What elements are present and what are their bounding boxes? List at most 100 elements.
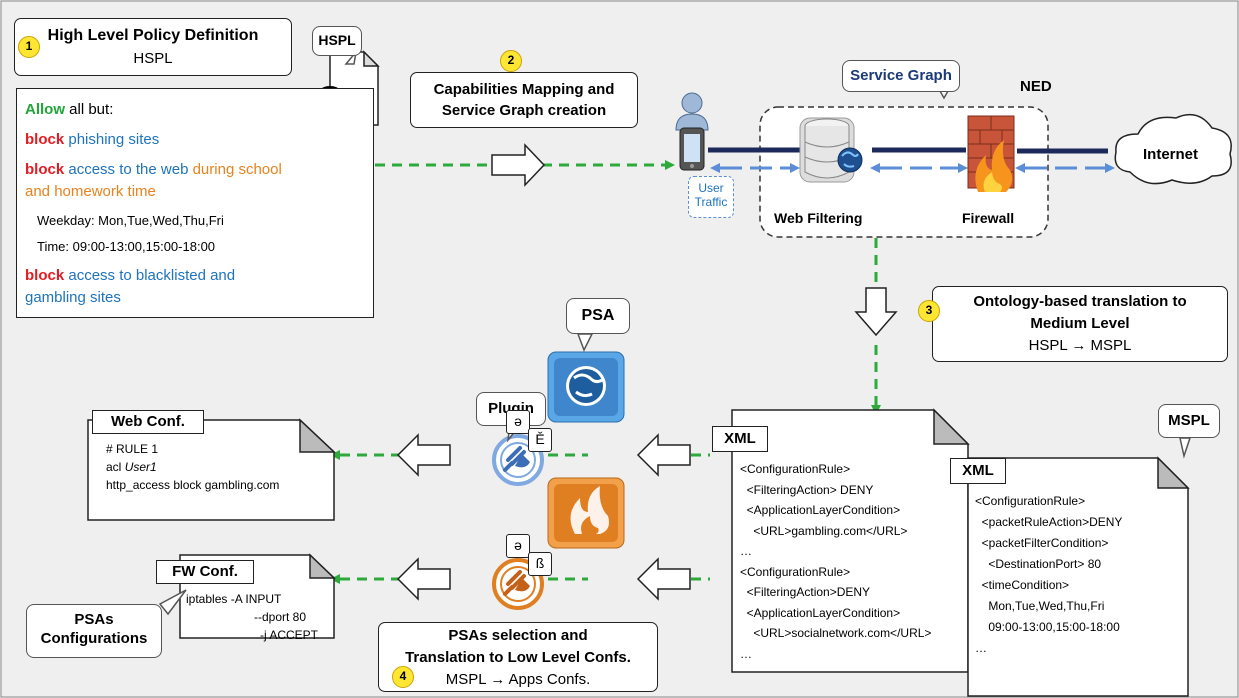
xml2-line: <packetRuleAction>DENY	[975, 515, 1123, 529]
psas-conf-line1: PSAs	[74, 611, 114, 628]
block-arrow-right	[491, 143, 546, 187]
xml1-line: …	[740, 544, 752, 558]
documents	[87, 50, 1190, 697]
web-conf-title: Web Conf.	[92, 410, 204, 434]
xml1-line: <ConfigurationRule>	[740, 564, 851, 579]
plugin-blue-icon	[492, 434, 544, 486]
psa-web-icon	[547, 351, 625, 423]
xml2-line: Mon,Tue,Wed,Thu,Fri	[975, 599, 1105, 613]
glyph-tile-2: Ě	[528, 428, 552, 452]
arrowhead-to-user	[665, 160, 675, 170]
policy-line-3: block access to the web during school	[25, 161, 282, 178]
xml2-document	[967, 457, 1189, 697]
glyph-tile-1: ə	[506, 410, 530, 434]
mspl-tag: MSPL	[1158, 404, 1220, 438]
user-icon	[675, 92, 709, 131]
allow-keyword: Allow	[25, 101, 65, 118]
plugin-orange-icon	[492, 558, 544, 610]
step2-box: Capabilities Mapping and Service Graph c…	[410, 72, 638, 128]
policy-line-1-text: all but:	[65, 101, 114, 118]
step1-badge: 1	[18, 36, 40, 58]
xml2-line: <DestinationPort> 80	[975, 557, 1102, 571]
internet-label: Internet	[1143, 146, 1199, 163]
psas-conf-line2: Configurations	[40, 630, 148, 647]
block-arrow-left-1	[636, 433, 691, 477]
policy-line-7-text: access to blacklisted and	[64, 267, 236, 284]
xml1-line: <URL>socialnetwork.com</URL>	[740, 626, 932, 640]
glyph-tile-4: ß	[528, 552, 552, 576]
policy-line-4: and homework time	[25, 183, 156, 200]
fw-conf-line3: -j ACCEPT	[260, 628, 319, 642]
step4-box: PSAs selection and Translation to Low Le…	[378, 622, 658, 692]
web-conf-document	[87, 419, 335, 521]
web-conf-line1: # RULE 1	[106, 442, 159, 456]
xml1-line: …	[740, 646, 752, 661]
policy-weekday: Weekday: Mon,Tue,Wed,Thu,Fri	[37, 213, 224, 228]
block-keyword: block	[25, 161, 65, 178]
xml1-line: <ConfigurationRule>	[740, 462, 851, 476]
step4-line3: MSPL → Apps Confs.	[445, 671, 591, 688]
fw-conf-title: FW Conf.	[156, 560, 254, 584]
psa-callout: PSA	[566, 298, 630, 334]
xml2-line: <timeCondition>	[975, 578, 1070, 592]
step4-badge: 4	[392, 666, 414, 688]
mspl-tail	[1179, 437, 1192, 459]
xml2-tag: XML	[950, 458, 1006, 484]
xml1-line: <FilteringAction> DENY	[740, 482, 874, 497]
firewall-icon	[967, 115, 1015, 192]
policy-line-3-text: access to the web	[64, 161, 189, 178]
arrowhead-to-webconf	[330, 450, 340, 460]
smartphone-icon	[679, 127, 705, 171]
firewall-label: Firewall	[962, 210, 1015, 226]
step1-box: High Level Policy Definition HSPL	[14, 18, 292, 76]
policy-time: Time: 09:00-13:00,15:00-18:00	[37, 239, 216, 254]
internet-cloud	[1114, 113, 1232, 185]
web-conf-line3: http_access block gambling.com	[106, 478, 280, 492]
xml1-line: <FilteringAction>DENY	[740, 585, 871, 599]
policy-line-7: block access to blacklisted and	[25, 267, 235, 284]
service-graph-callout: Service Graph	[842, 60, 960, 92]
web-filtering-label: Web Filtering	[774, 210, 863, 226]
xml2-line: 09:00-13:00,15:00-18:00	[975, 620, 1120, 634]
block-keyword: block	[25, 267, 65, 284]
policy-line-2-text: phishing sites	[64, 131, 160, 148]
psas-configurations-callout: PSAs Configurations	[26, 604, 162, 658]
policy-line-2: block phishing sites	[25, 131, 159, 148]
step3-line3: HSPL → MSPL	[1028, 337, 1132, 354]
policy-line-3-orange: during school	[188, 161, 282, 178]
xml1-tag: XML	[712, 426, 768, 452]
step1-title: High Level Policy Definition	[47, 27, 259, 44]
step3-box: Ontology-based translation to Medium Lev…	[932, 286, 1228, 362]
ned-label: NED	[1020, 78, 1052, 95]
step3-badge: 3	[918, 300, 940, 322]
psa-firewall-icon	[547, 477, 625, 549]
block-keyword: block	[25, 131, 65, 148]
fw-conf-line1: iptables -A INPUT	[186, 592, 282, 606]
web-filter-server-icon	[799, 117, 863, 183]
step2-line1: Capabilities Mapping and	[433, 81, 615, 98]
xml2-line: …	[975, 641, 987, 655]
xml1-line: <URL>gambling.com</URL>	[740, 523, 908, 538]
xml2-line: <packetFilterCondition>	[975, 536, 1109, 550]
step3-line1: Ontology-based translation to	[973, 293, 1187, 310]
xml2-line: <ConfigurationRule>	[975, 494, 1086, 508]
user-traffic-line2: Traffic	[694, 195, 728, 209]
block-arrow-left-2	[396, 433, 451, 477]
step1-subtitle: HSPL	[133, 50, 173, 67]
web-conf-line2: acl User1	[106, 460, 157, 474]
step3-line2: Medium Level	[1030, 315, 1130, 332]
block-arrow-left-3	[636, 557, 691, 601]
user-traffic-line1: User	[698, 181, 724, 195]
psas-conf-tail	[158, 589, 187, 616]
block-arrow-down	[854, 287, 898, 337]
xml1-line: <ApplicationLayerCondition>	[740, 503, 901, 517]
psa-tail	[576, 333, 594, 352]
policy-box: Allow all but: block phishing sites bloc…	[16, 88, 374, 318]
block-arrows	[396, 143, 898, 601]
web-conf-user: User1	[124, 460, 157, 474]
traffic-lines	[708, 147, 1108, 154]
xml1-line: <ApplicationLayerCondition>	[740, 605, 901, 620]
step2-badge: 2	[500, 50, 522, 72]
